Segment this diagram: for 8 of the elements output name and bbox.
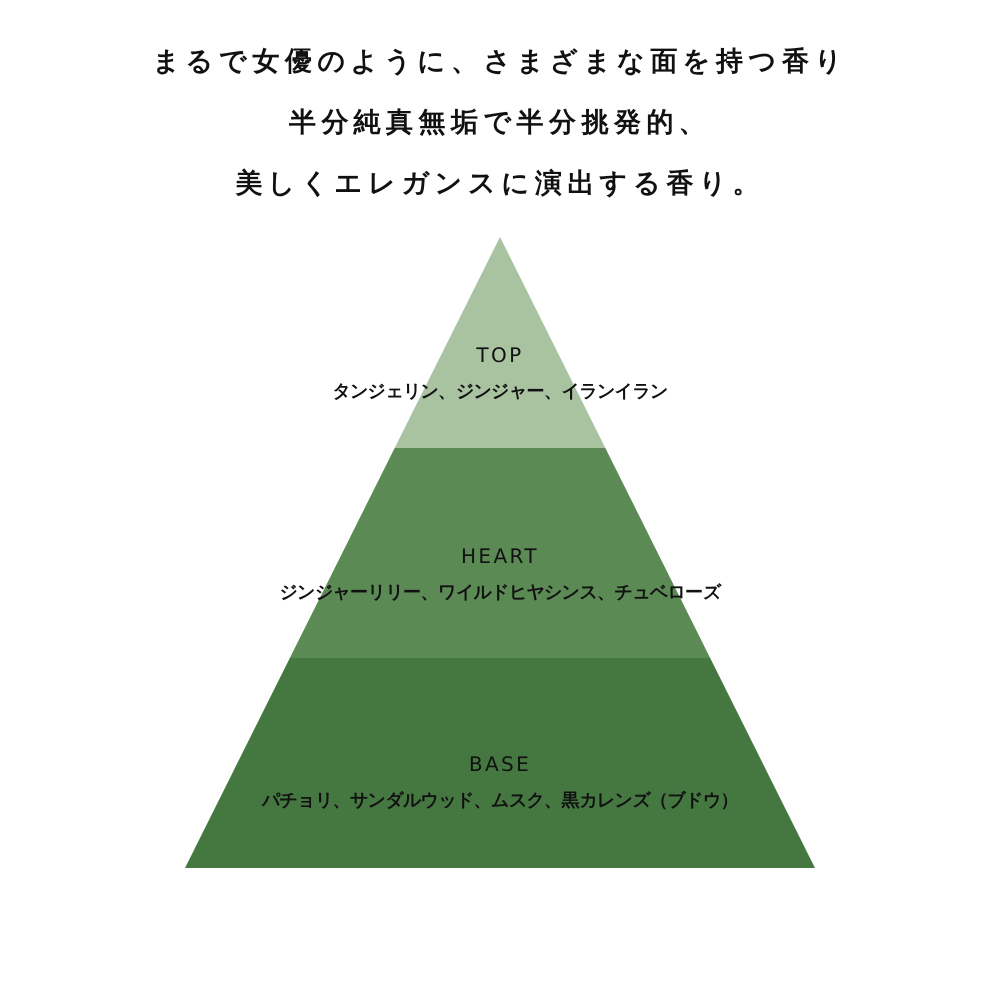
heading-line: 美しくエレガンスに演出する香り。	[235, 167, 765, 202]
tier-heading: TOP	[476, 343, 524, 367]
tier-notes: パチョリ、サンダルウッド、ムスク、黒カレンズ（ブドウ）	[262, 790, 738, 812]
tier-heading: BASE	[468, 752, 532, 776]
heading-line: まるで女優のように、さまざまな面を持つ香り	[152, 45, 848, 79]
tier-notes: タンジェリン、ジンジャー、イランイラン	[332, 381, 668, 403]
tier-heading: HEART	[460, 544, 539, 568]
heading-line: 半分純真無垢で半分挑発的、	[288, 106, 712, 140]
